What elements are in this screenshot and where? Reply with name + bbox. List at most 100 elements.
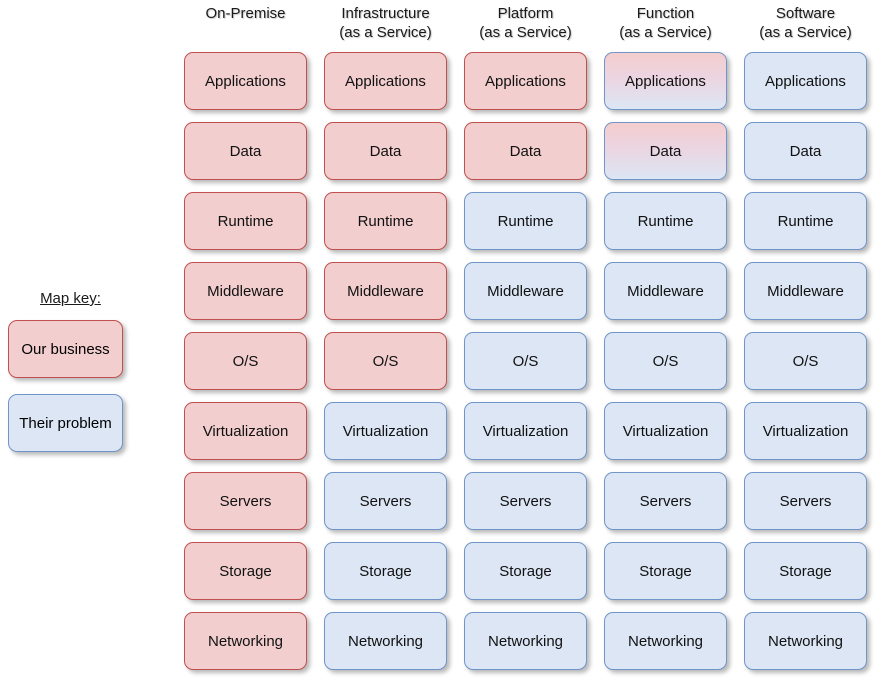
matrix-cell[interactable]: Applications [744,52,867,110]
matrix-cell-label: Networking [767,632,844,650]
matrix-cell[interactable]: Virtualization [744,402,867,460]
matrix-cell[interactable]: O/S [324,332,447,390]
matrix-cell-label: Applications [205,72,286,90]
matrix-cell[interactable]: Runtime [464,192,587,250]
column-header-line1: Software [775,5,836,22]
matrix-cell[interactable]: Middleware [464,262,587,320]
matrix-cell-label: Middleware [627,282,704,300]
matrix-cell[interactable]: Networking [604,612,727,670]
matrix-cell[interactable]: Networking [184,612,307,670]
matrix-cell-label: Storage [219,562,272,580]
matrix-cell[interactable]: Servers [604,472,727,530]
matrix-header-row: On-Premise Infrastructure (as a Service)… [184,0,884,52]
matrix-cell[interactable]: Applications [604,52,727,110]
matrix-cell-label: Middleware [347,282,424,300]
matrix-cell-label: Networking [487,632,564,650]
matrix-cell[interactable]: Runtime [324,192,447,250]
matrix-cell[interactable]: Data [604,122,727,180]
matrix-cell-label: Middleware [487,282,564,300]
matrix-cell[interactable]: Data [744,122,867,180]
matrix-cell[interactable]: Middleware [324,262,447,320]
matrix-cell[interactable]: Networking [324,612,447,670]
matrix-cell-label: Servers [359,492,412,510]
matrix-cell-label: O/S [652,352,679,370]
matrix-cell[interactable]: Virtualization [604,402,727,460]
matrix-cell[interactable]: Applications [184,52,307,110]
matrix-cell[interactable]: Runtime [184,192,307,250]
matrix-cell[interactable]: Servers [744,472,867,530]
matrix-cell[interactable]: Storage [744,542,867,600]
matrix-cell-label: Runtime [777,212,834,230]
column-header-line1: Function [636,5,695,22]
map-key-legend: Map key: Our business Their problem [8,290,133,468]
matrix-cell-label: Networking [627,632,704,650]
map-key-title: Map key: [40,290,101,307]
matrix-cell[interactable]: O/S [464,332,587,390]
matrix-cell[interactable]: Networking [464,612,587,670]
matrix-row: Virtualization Virtualization Virtualizati… [184,402,884,460]
matrix-cell[interactable]: Middleware [744,262,867,320]
matrix-cell[interactable]: Virtualization [464,402,587,460]
column-header-line1: Platform [497,5,554,22]
matrix-cell-label: Virtualization [202,422,289,440]
legend-item-label: Their problem [19,414,112,432]
matrix-cell-label: Middleware [767,282,844,300]
matrix-cell-label: Storage [779,562,832,580]
matrix-cell-label: Runtime [497,212,554,230]
legend-item-their-problem: Their problem [8,394,123,452]
matrix-row: Runtime Runtime Runtime Runtime Runtime [184,192,884,250]
column-header-on-premise: On-Premise [184,0,307,23]
matrix-cell[interactable]: Servers [464,472,587,530]
column-header-function: Function (as a Service) [604,0,727,42]
matrix-cell-label: Runtime [357,212,414,230]
matrix-row: O/S O/S O/S O/S O/S [184,332,884,390]
matrix-row: Data Data Data Data Data [184,122,884,180]
matrix-cell[interactable]: O/S [604,332,727,390]
column-header-platform: Platform (as a Service) [464,0,587,42]
legend-item-our-business: Our business [8,320,123,378]
matrix-cell-label: Virtualization [762,422,849,440]
matrix-cell-label: Applications [765,72,846,90]
matrix-cell-label: Applications [485,72,566,90]
matrix-cell[interactable]: Networking [744,612,867,670]
matrix-cell[interactable]: Servers [184,472,307,530]
matrix-cell[interactable]: Applications [464,52,587,110]
matrix-row: Servers Servers Servers Servers Servers [184,472,884,530]
matrix-cell-label: Virtualization [482,422,569,440]
matrix-cell[interactable]: Virtualization [184,402,307,460]
matrix-cell[interactable]: Storage [184,542,307,600]
matrix-cell-label: Storage [359,562,412,580]
matrix-cell[interactable]: Storage [464,542,587,600]
matrix-cell[interactable]: Storage [324,542,447,600]
service-model-matrix: On-Premise Infrastructure (as a Service)… [184,0,884,692]
matrix-cell-label: Networking [347,632,424,650]
matrix-cell[interactable]: Servers [324,472,447,530]
matrix-cell[interactable]: Data [184,122,307,180]
legend-item-label: Our business [21,340,110,358]
matrix-cell-label: Storage [499,562,552,580]
matrix-cell-label: Storage [639,562,692,580]
matrix-cell[interactable]: Middleware [184,262,307,320]
matrix-cell[interactable]: Middleware [604,262,727,320]
matrix-cell-label: Middleware [207,282,284,300]
matrix-cell-label: O/S [372,352,399,370]
column-header-line1: Infrastructure [341,5,430,22]
matrix-cell-label: Data [229,142,262,160]
matrix-cell-label: Servers [779,492,832,510]
matrix-cell[interactable]: Virtualization [324,402,447,460]
column-header-software: Software (as a Service) [744,0,867,42]
matrix-cell[interactable]: Storage [604,542,727,600]
matrix-cell[interactable]: Runtime [604,192,727,250]
matrix-cell[interactable]: O/S [744,332,867,390]
matrix-cell-label: Virtualization [342,422,429,440]
matrix-cell[interactable]: Applications [324,52,447,110]
matrix-cell[interactable]: Data [324,122,447,180]
matrix-cell-label: Runtime [637,212,694,230]
matrix-cell-label: Data [369,142,402,160]
matrix-cell-label: Virtualization [622,422,709,440]
matrix-cell-label: Servers [499,492,552,510]
matrix-cell[interactable]: Runtime [744,192,867,250]
matrix-cell[interactable]: Data [464,122,587,180]
matrix-cell[interactable]: O/S [184,332,307,390]
matrix-cell-label: Networking [207,632,284,650]
